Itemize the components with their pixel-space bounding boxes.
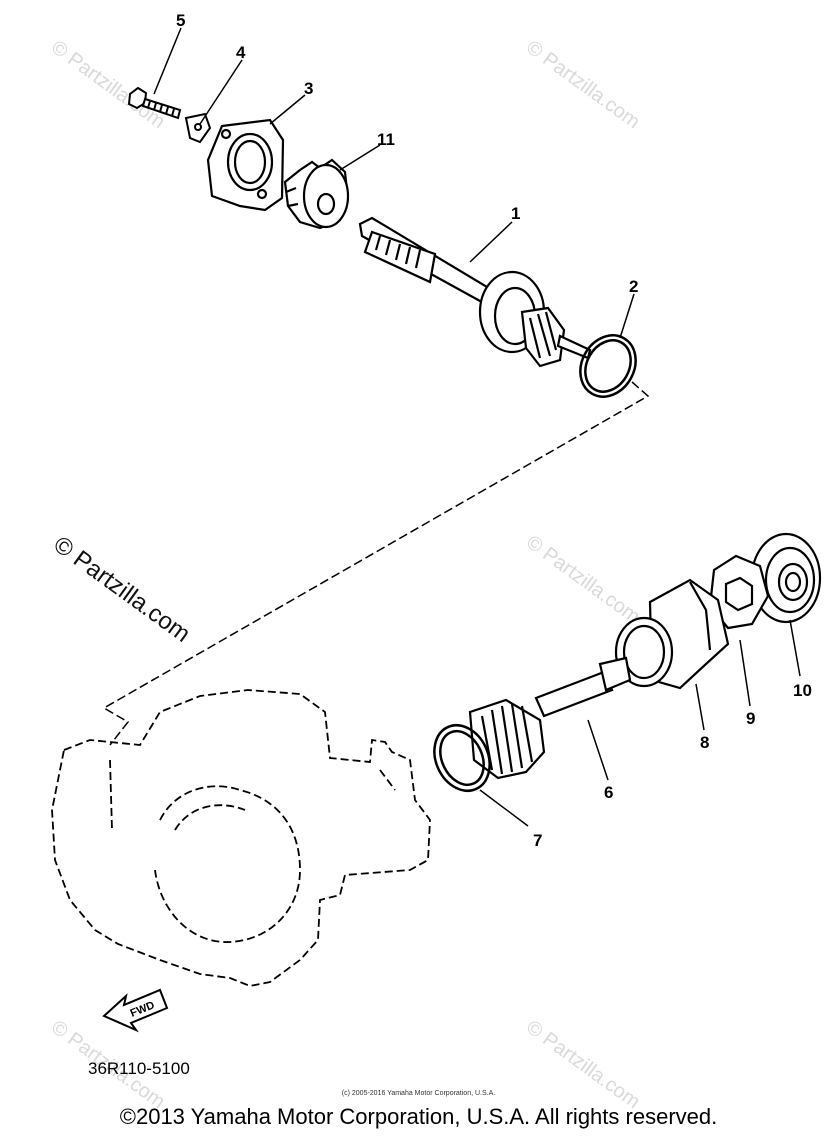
reference-line <box>102 381 650 746</box>
watermark-mid-right: © Partzilla.com <box>522 531 644 628</box>
callout-11: 11 <box>377 130 395 149</box>
copyright-footer: ©2013 Yamaha Motor Corporation, U.S.A. A… <box>119 1104 718 1129</box>
part-3-plate <box>206 118 285 212</box>
fwd-arrow: FWD <box>102 988 169 1033</box>
callout-4: 4 <box>236 43 246 62</box>
engine-outline <box>51 689 431 987</box>
part-11-collar <box>283 158 350 230</box>
callout-numbers: 1 2 3 4 5 6 7 8 9 10 11 <box>176 11 812 850</box>
leader-lines <box>153 27 801 827</box>
callout-5: 5 <box>176 11 185 30</box>
part-6-lower-shaft <box>468 656 632 780</box>
watermark-top-left: © Partzilla.com <box>47 36 169 133</box>
part-5-bolt <box>127 86 182 120</box>
small-copyright: (c) 2005-2016 Yamaha Motor Corporation, … <box>341 1090 496 1097</box>
part-1-upper-shaft <box>358 216 592 368</box>
callout-8: 8 <box>700 733 709 752</box>
fwd-arrow-icon <box>102 988 169 1033</box>
callout-7: 7 <box>533 831 542 850</box>
callout-1: 1 <box>511 204 520 223</box>
callout-6: 6 <box>604 783 613 802</box>
part-code: 36R110-5100 <box>88 1059 190 1078</box>
callout-9: 9 <box>746 709 755 728</box>
part-7-shim <box>433 724 491 792</box>
part-9-nut <box>708 554 770 630</box>
watermark-bottom-right: © Partzilla.com <box>522 1016 644 1113</box>
watermark-top-right: © Partzilla.com <box>522 36 644 133</box>
callout-2: 2 <box>629 277 638 296</box>
part-4-lock-plate <box>184 112 212 144</box>
part-2-shim <box>579 334 637 398</box>
part-8-housing <box>614 578 730 690</box>
callout-10: 10 <box>793 681 812 700</box>
part-10-bearing <box>750 532 822 624</box>
callout-3: 3 <box>304 79 313 98</box>
watermark-mid-left: © Partzilla.com <box>48 531 195 648</box>
